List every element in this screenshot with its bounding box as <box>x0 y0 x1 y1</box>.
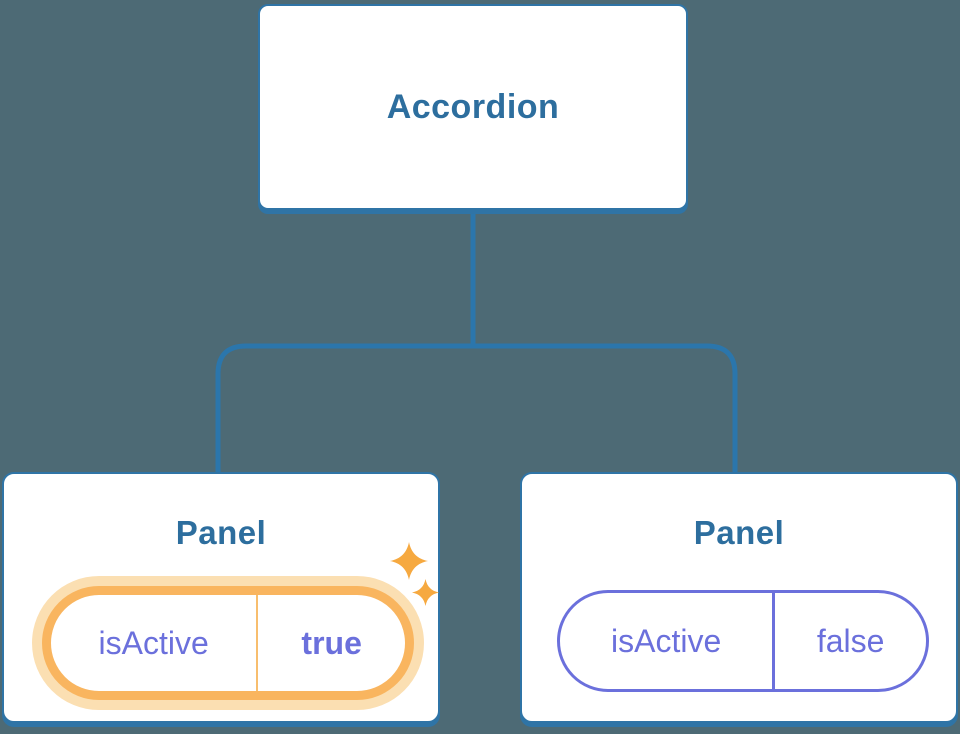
state-value-label: false <box>816 622 885 659</box>
sparkle-icon <box>412 579 439 606</box>
accordion-label: Accordion <box>386 87 560 126</box>
sparkle-icon <box>390 542 428 580</box>
state-value-label: true <box>301 624 362 661</box>
accordion-node: Accordion <box>258 4 688 210</box>
state-key-label: isActive <box>611 622 722 659</box>
state-pill-inactive: isActive false <box>557 590 929 692</box>
panel-title: Panel <box>175 514 267 551</box>
state-pill-active: isActive true <box>42 586 414 700</box>
state-key-label: isActive <box>98 624 209 661</box>
pill-divider <box>772 593 776 689</box>
panel-title: Panel <box>693 514 785 551</box>
panel-node-active: Panel isActive true <box>2 472 440 723</box>
connector-branch <box>215 343 738 472</box>
pill-divider <box>256 595 259 691</box>
panel-node-inactive: Panel isActive false <box>520 472 958 723</box>
